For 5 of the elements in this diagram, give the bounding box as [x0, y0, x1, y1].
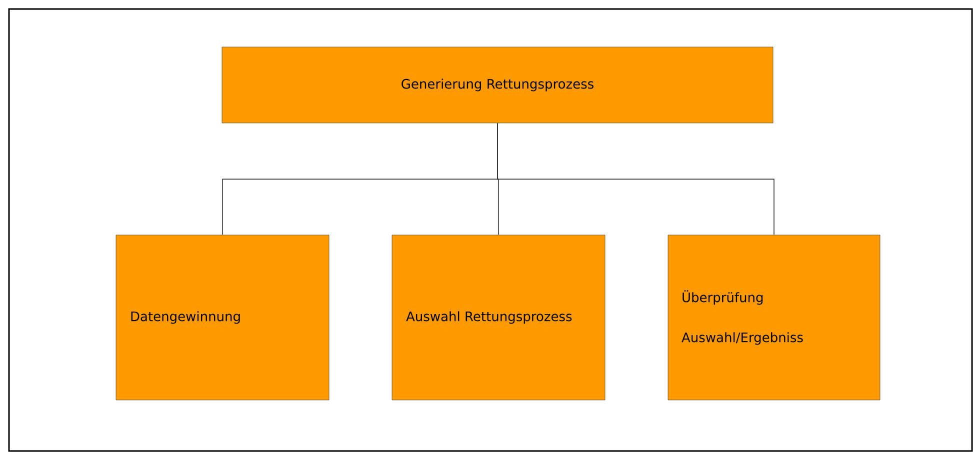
process-box: Auswahl Rettungsprozess [392, 234, 606, 400]
process-box: Generierung Rettungsprozess [222, 46, 774, 124]
process-box: Überprüfung Auswahl/Ergebniss [668, 234, 880, 400]
process-box: Datengewinnung [116, 234, 330, 400]
connector [497, 122, 774, 236]
